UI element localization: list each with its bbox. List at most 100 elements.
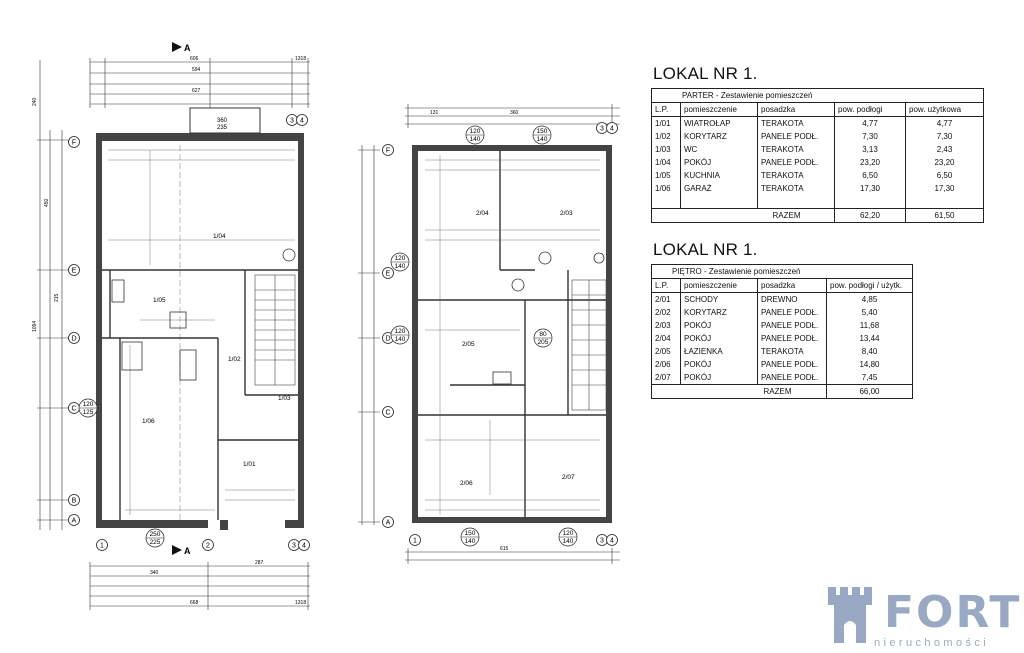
opening-markers-upper: 80 205: [533, 328, 553, 348]
interior-walls: [102, 269, 298, 520]
appliance-fixture: [121, 341, 143, 371]
vent-fixture: [593, 252, 605, 264]
svg-text:140: 140: [537, 136, 548, 143]
tower-icon: [828, 587, 872, 643]
svg-text:4: 4: [300, 118, 304, 125]
svg-text:150: 150: [537, 128, 548, 135]
table-header-row: L.P. pomieszczenie posadzka pow. podłogi…: [651, 102, 984, 117]
bottom-dimension-lines: [89, 562, 310, 610]
svg-text:4: 4: [610, 126, 614, 133]
bottom-dimension-lines-upper: [405, 548, 620, 564]
dim-left-2: 450: [44, 198, 50, 207]
room-1-03-label: 1/03: [278, 395, 291, 402]
room-1-02-label: 1/02: [228, 356, 241, 363]
window-markers-top: 120 140 150 140: [465, 125, 552, 145]
svg-text:2: 2: [206, 543, 210, 550]
dim-left-4: 1094: [32, 321, 38, 332]
svg-text:125: 125: [83, 409, 94, 416]
top-dimension-lines-upper: [405, 104, 620, 128]
svg-text:1: 1: [413, 538, 417, 545]
axis-F: F: [72, 140, 76, 147]
dim-top-1: 606: [190, 56, 199, 62]
bay-window-dim2: 235: [217, 125, 228, 131]
room-2-06-label: 2/06: [460, 480, 473, 487]
ground-floor-plan: 606 594 627 1318 A 360 235: [32, 42, 310, 610]
svg-text:140: 140: [395, 336, 406, 343]
internal-dimension-lines: [108, 145, 295, 520]
bathtub-fixture: [492, 371, 512, 385]
dim-top-2: 594: [192, 67, 201, 73]
bottom-opening-markers-upper: 150 140 120 140: [460, 527, 578, 547]
sink-fixture: [169, 311, 187, 329]
svg-text:3: 3: [600, 538, 604, 545]
svg-text:140: 140: [563, 538, 574, 545]
svg-text:4: 4: [302, 543, 306, 550]
table-sum-row: RAZEM 66,00: [651, 384, 913, 399]
axis-markers-left: F E D C B A: [68, 136, 80, 526]
svg-text:360: 360: [510, 110, 519, 116]
room-1-04-label: 1/04: [213, 233, 226, 240]
svg-text:F: F: [386, 148, 390, 155]
svg-text:80: 80: [539, 331, 547, 338]
axis-markers-top: 3 4: [286, 114, 308, 126]
svg-text:120: 120: [563, 530, 574, 537]
boiler-fixture: [282, 248, 296, 262]
room-2-03-label: 2/03: [560, 210, 573, 217]
svg-text:615: 615: [500, 546, 509, 552]
section-arrow-bottom: [172, 545, 182, 555]
parter-section-title: PARTER - Zestawienie pomieszczeń: [651, 88, 984, 103]
logo-word: FORT: [884, 587, 1022, 638]
lokal-pietro-table: LOKAL NR 1. PIĘTRO - Zestawienie pomiesz…: [651, 240, 913, 399]
axis-E: E: [72, 268, 77, 275]
svg-text:287: 287: [255, 560, 264, 566]
parter-rooms-table: PARTER - Zestawienie pomieszczeń L.P. po…: [651, 88, 984, 223]
room-1-05-label: 1/05: [153, 297, 166, 304]
room-2-04-label: 2/04: [476, 210, 489, 217]
lokal-parter-title: LOKAL NR 1.: [653, 64, 758, 83]
left-dimension-lines-upper: [358, 145, 380, 525]
first-floor-plan: 360 131 120 140 150 140 3 4: [358, 104, 620, 564]
opening-markers-left: 120 125: [78, 398, 98, 418]
exterior-walls: [96, 133, 304, 530]
axis-A: A: [72, 518, 77, 525]
table-sum-row: RAZEM 62,20 61,50: [651, 208, 984, 223]
axis-markers-bottom: 1 2 3 4: [96, 539, 310, 551]
room-2-07-label: 2/07: [562, 474, 575, 481]
internal-dimension-lines-upper: [425, 155, 600, 515]
staircase-upper: [571, 279, 607, 411]
heater-fixture: [179, 349, 197, 381]
exterior-walls-upper: [412, 145, 612, 523]
bay-window-dim: 360: [217, 118, 228, 124]
table-header-row: L.P. pomieszczenie posadzka pow. podłogi…: [651, 278, 913, 293]
section-mark-bottom: A: [184, 546, 191, 556]
bottom-opening: 250 225: [145, 528, 165, 548]
toilet-fixture: [538, 251, 552, 265]
svg-text:225: 225: [150, 539, 161, 546]
dim-left-1: 240: [32, 97, 38, 106]
lokal-pietro-title: LOKAL NR 1.: [653, 240, 758, 259]
svg-text:1: 1: [100, 543, 104, 550]
room-1-01-label: 1/01: [243, 461, 256, 468]
svg-text:340: 340: [150, 570, 159, 576]
svg-text:140: 140: [395, 263, 406, 270]
svg-text:4: 4: [610, 538, 614, 545]
room-labels-ground: 1/04 1/05 1/06 1/02 1/03 1/01: [142, 233, 291, 468]
pietro-rooms-table: PIĘTRO - Zestawienie pomieszczeń L.P. po…: [651, 264, 913, 399]
dim-top-4: 1318: [295, 56, 306, 62]
svg-text:A: A: [386, 520, 391, 527]
staircase-ground: [254, 274, 296, 386]
logo-tagline: nieruchomości: [874, 637, 990, 649]
axis-markers-top-upper: 3 4: [596, 122, 618, 134]
